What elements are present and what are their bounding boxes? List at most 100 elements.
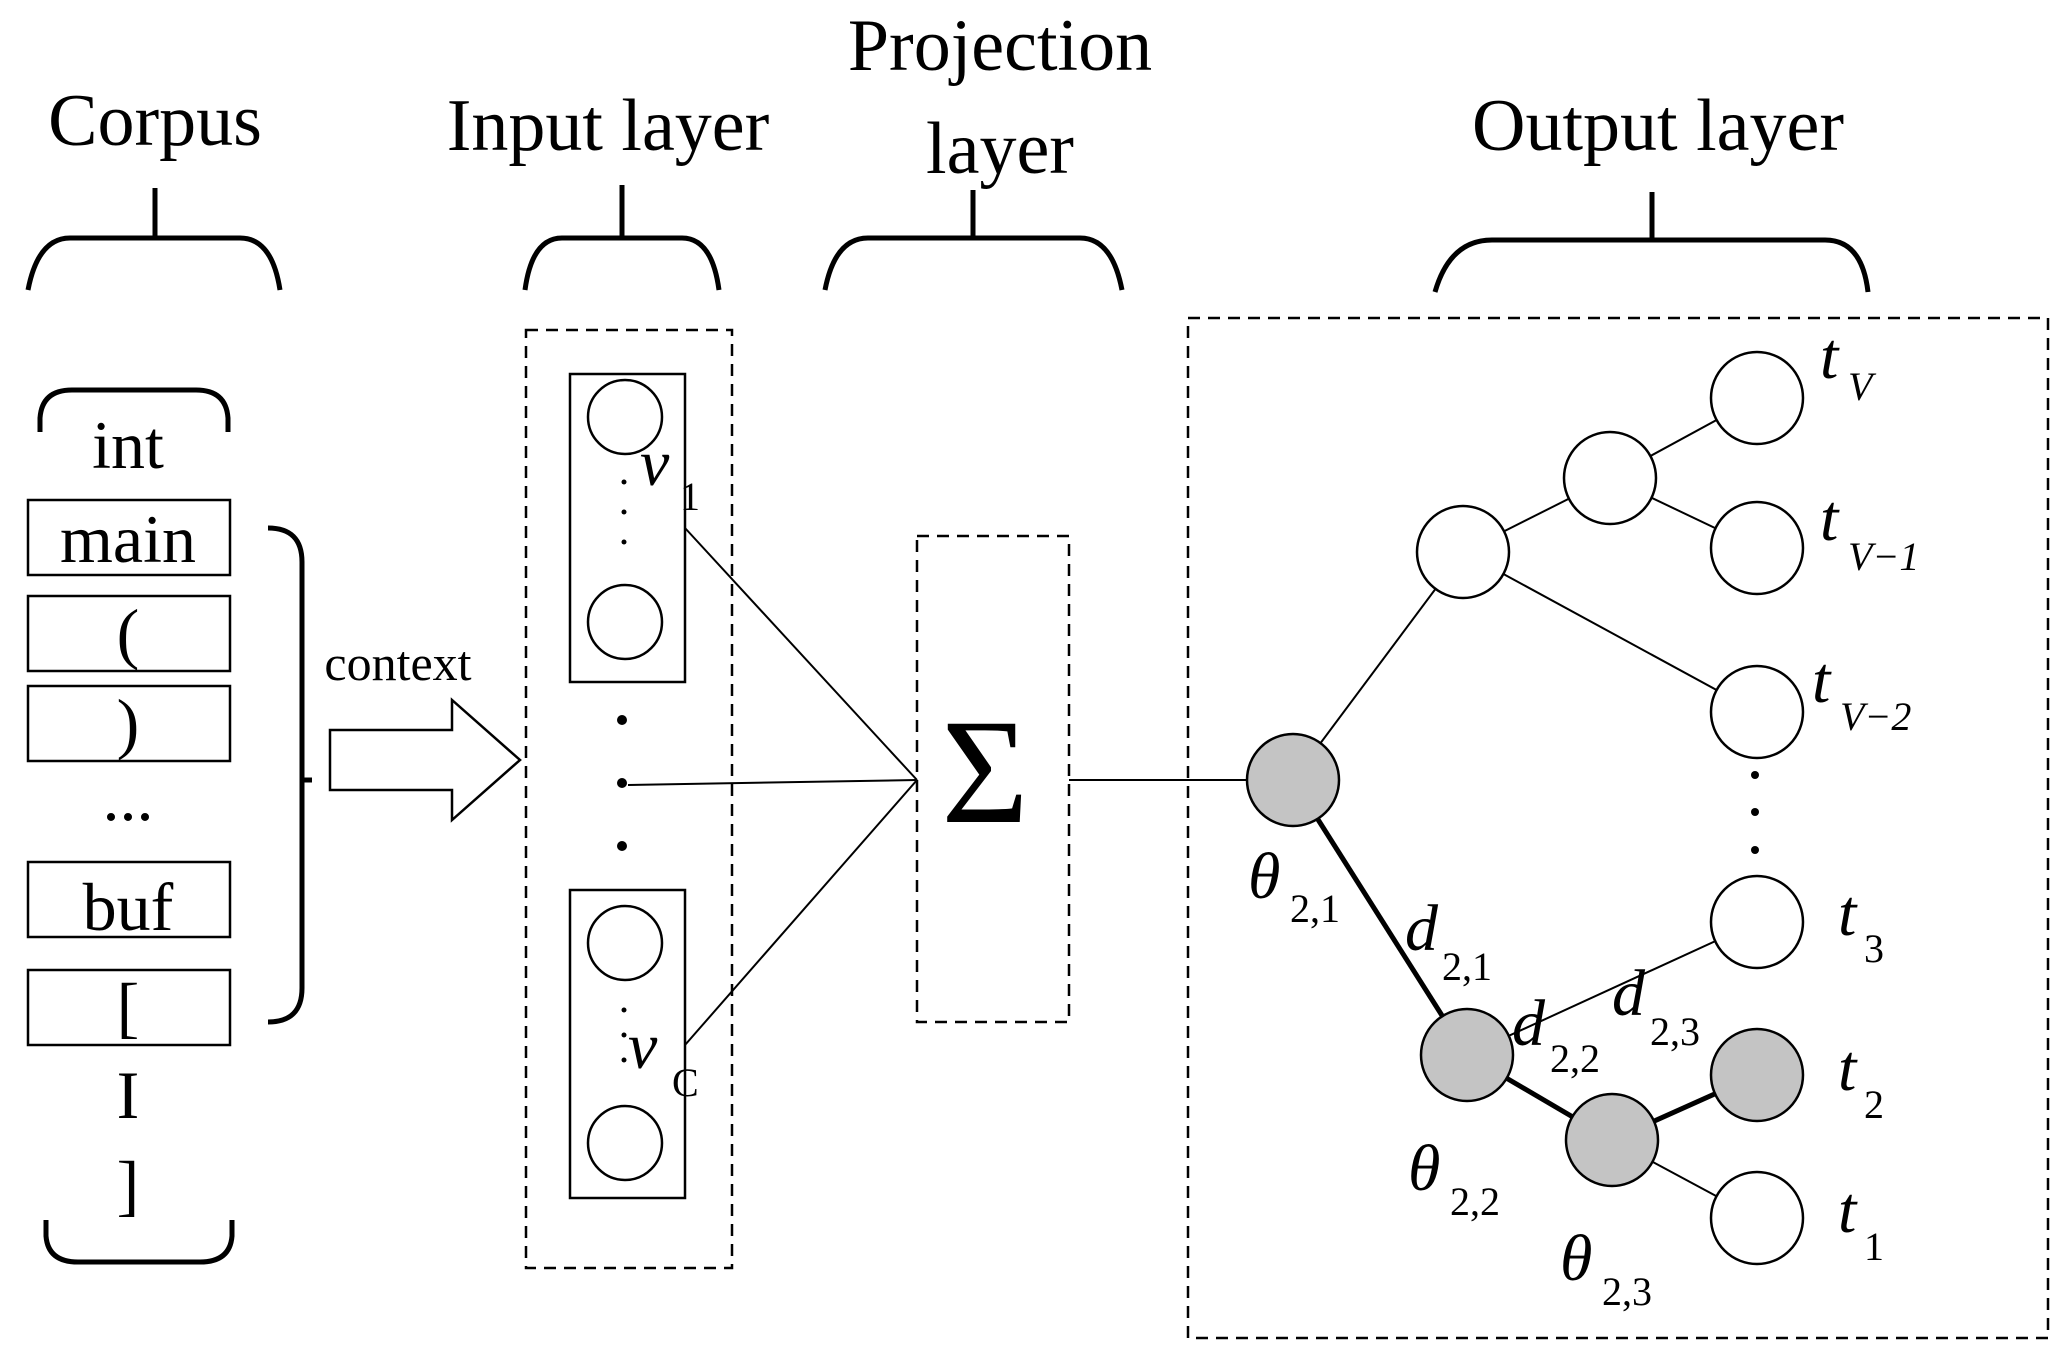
output-layer-frame — [1186, 316, 2050, 1340]
leaf-label-t2: t — [1838, 1032, 1858, 1105]
input-v1-bottom-node — [586, 583, 664, 661]
input-v1-label: v — [640, 427, 670, 500]
leaf-dot — [1751, 808, 1759, 816]
projection-sum-symbol: Σ — [941, 689, 1028, 855]
leaf-label-t3: t — [1838, 877, 1858, 950]
edge-a-to-tV2 — [1462, 551, 1758, 713]
corpus-word-boxes — [26, 498, 232, 1047]
context-window-brace — [267, 525, 312, 1025]
input-layer-heading: Input layer — [447, 85, 770, 167]
middle-dot — [617, 841, 627, 851]
corpus-brackets — [37, 387, 312, 1265]
output-heading-brace — [1432, 192, 1871, 293]
corpus-bottom-bracket — [43, 1220, 235, 1265]
input-layer-frame — [524, 328, 734, 1270]
line-middle-to-sum — [627, 779, 918, 786]
context-arrow — [328, 697, 522, 823]
input-v1-ellipsis-dots — [621, 479, 627, 545]
root-node-theta21 — [1245, 732, 1341, 828]
edge-c-to-t3 — [1466, 921, 1758, 1056]
leaf-label-tV: t — [1820, 320, 1840, 393]
input-vc-top-node — [586, 904, 664, 982]
leaf-subscript-t1: 1 — [1864, 1224, 1884, 1269]
vc-dot — [621, 1032, 627, 1038]
leaf-subscript-t3: 3 — [1864, 926, 1884, 971]
heading-braces — [25, 185, 1871, 293]
middle-dot — [617, 715, 627, 725]
theta-subscript-2-2: 2,2 — [1450, 1179, 1500, 1224]
projection-layer-heading-line1: Projection — [848, 5, 1152, 87]
d-label-2-1: d — [1405, 892, 1439, 965]
corpus-word-buf: buf — [83, 869, 174, 945]
d-label-2-2: d — [1512, 987, 1546, 1060]
input-between-vectors-dots — [617, 715, 627, 851]
middle-dot — [617, 778, 627, 788]
leaf-label-tV1: t — [1820, 482, 1840, 555]
theta-label-2-3: θ — [1560, 1222, 1592, 1295]
leaf-ellipsis-dots — [1751, 771, 1759, 854]
leaf-node-tV — [1709, 350, 1805, 446]
corpus-heading: Corpus — [48, 80, 262, 162]
d-label-2-3: d — [1612, 957, 1646, 1030]
vc-dot — [621, 1057, 627, 1063]
leaf-subscript-tV: V — [1848, 364, 1877, 409]
theta-label-2-2: θ — [1408, 1132, 1440, 1205]
d-subscript-2-3: 2,3 — [1650, 1009, 1700, 1054]
inner-node-theta22 — [1419, 1007, 1515, 1103]
d-subscript-2-2: 2,2 — [1550, 1036, 1600, 1081]
input-heading-brace — [522, 185, 722, 291]
corpus-word-open-paren: ( — [117, 595, 140, 671]
input-to-projection-lines — [627, 527, 918, 1046]
theta-subscript-2-1: 2,1 — [1290, 886, 1340, 931]
huffman-tree-nodes — [1245, 350, 1805, 1266]
leaf-subscript-tV1: V−1 — [1848, 534, 1919, 579]
corpus-word-main: main — [60, 501, 196, 577]
input-vc-label: v — [628, 1010, 658, 1083]
corpus-box-buf — [26, 860, 232, 939]
context-label: context — [324, 635, 471, 691]
input-vc-bottom-node — [586, 1104, 664, 1182]
leaf-node-tV2 — [1709, 664, 1805, 760]
leaf-label-t1: t — [1838, 1174, 1858, 1247]
theta-subscript-2-3: 2,3 — [1602, 1269, 1652, 1314]
corpus-word-bracket-open: [ — [117, 969, 140, 1045]
leaf-node-t1 — [1709, 1170, 1805, 1266]
inner-node-b — [1562, 430, 1658, 526]
corpus-box-close-paren — [26, 684, 232, 763]
corpus-word-close-paren: ) — [117, 685, 140, 761]
v1-dot — [621, 509, 627, 515]
corpus-word-i: I — [117, 1057, 140, 1133]
line-vc-to-sum — [684, 779, 918, 1046]
input-vc-subscript: C — [672, 1060, 699, 1105]
d-subscript-2-1: 2,1 — [1442, 944, 1492, 989]
v1-dot — [621, 479, 627, 485]
inner-node-theta23 — [1564, 1092, 1660, 1188]
input-v1-subscript: 1 — [680, 474, 700, 519]
projection-heading-brace — [822, 190, 1125, 291]
leaf-node-tV1 — [1709, 500, 1805, 596]
corpus-box-bracket — [26, 968, 232, 1047]
output-layer-heading: Output layer — [1472, 85, 1844, 167]
corpus-top-bracket — [37, 387, 231, 432]
corpus-box-open-paren — [26, 594, 232, 673]
vc-dot — [621, 1007, 627, 1013]
corpus-word-int: int — [92, 407, 164, 483]
v1-dot — [621, 539, 627, 545]
leaf-subscript-t2: 2 — [1864, 1082, 1884, 1127]
corpus-box-main — [26, 498, 232, 577]
huffman-path-edges — [1290, 778, 1759, 1143]
corpus-heading-brace — [25, 188, 283, 291]
leaf-node-t2 — [1709, 1027, 1805, 1123]
input-v1-top-node — [586, 378, 664, 456]
input-vc-ellipsis-dots — [621, 1007, 627, 1063]
inner-node-a — [1415, 504, 1511, 600]
line-v1-to-sum — [684, 527, 918, 781]
leaf-dot — [1751, 771, 1759, 779]
corpus-word-ellipsis: ... — [103, 759, 154, 835]
theta-label-2-1: θ — [1248, 840, 1280, 913]
path-edge-root-to-c — [1290, 778, 1470, 1057]
projection-layer-heading-line2: layer — [926, 108, 1074, 190]
edge-root-to-a — [1292, 551, 1464, 781]
corpus-word-bracket-close: ] — [117, 1147, 140, 1223]
